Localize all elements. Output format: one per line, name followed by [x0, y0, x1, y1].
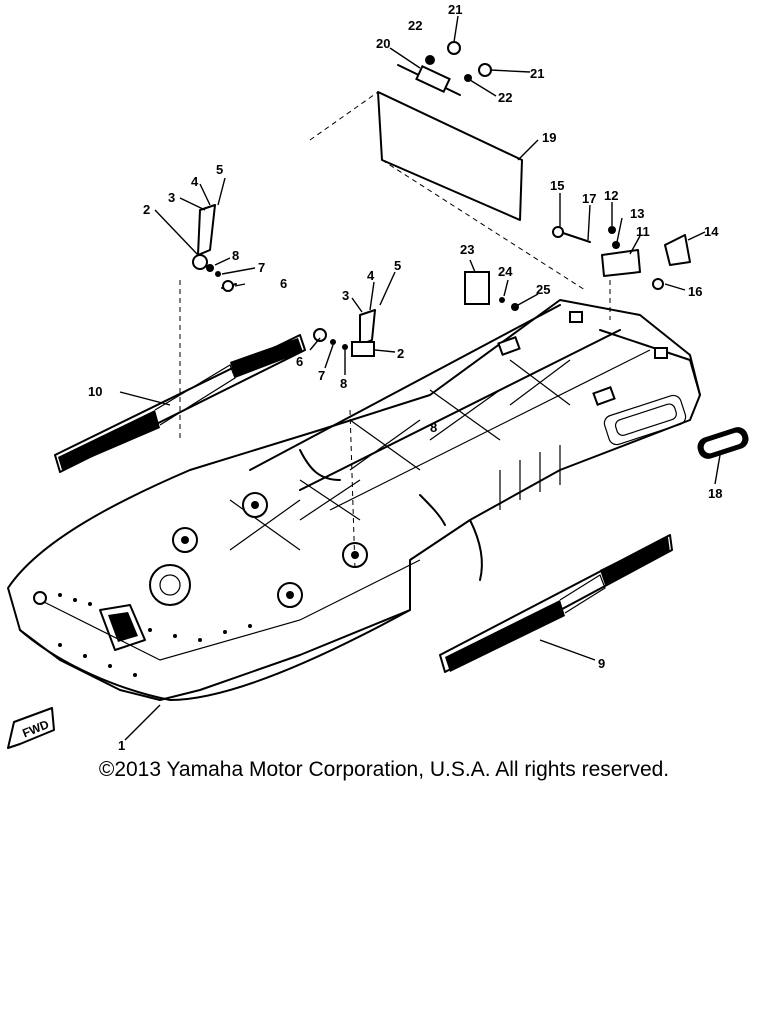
callout-22: 22: [498, 90, 512, 105]
callout-14: 14: [704, 224, 719, 239]
callout-3: 3: [342, 288, 349, 303]
callout-21: 21: [448, 2, 462, 17]
fwd-arrow-icon: FWD: [7, 707, 55, 749]
callout-24: 24: [498, 264, 513, 279]
footrest-right: [439, 534, 673, 673]
callout-7: 7: [318, 368, 325, 383]
callout-19: 19: [542, 130, 556, 145]
callout-9: 9: [598, 656, 605, 671]
hardware: [179, 41, 691, 571]
callout-17: 17: [582, 191, 596, 206]
callout-12: 12: [604, 188, 618, 203]
callout-23: 23: [460, 242, 474, 257]
copyright-notice: ©2013 Yamaha Motor Corporation, U.S.A. A…: [98, 758, 670, 781]
frame-body: [7, 299, 701, 701]
callout-25: 25: [536, 282, 550, 297]
callout-2: 2: [397, 346, 404, 361]
leader-lines: [119, 15, 721, 741]
callout-6: 6: [296, 354, 303, 369]
callout-22: 22: [408, 18, 422, 33]
callout-8: 8: [232, 248, 239, 263]
callout-16: 16: [688, 284, 702, 299]
callout-1: 1: [118, 738, 125, 753]
callout-18: 18: [708, 486, 722, 501]
callout-8: 8: [340, 376, 347, 391]
callout-15: 15: [550, 178, 564, 193]
callout-4: 4: [367, 268, 375, 283]
callout-labels: 1 2 2 3 3 4 4 5 5 6 6 7 7 8 8 8 9 10 11 …: [88, 2, 722, 753]
callout-2: 2: [143, 202, 150, 217]
callout-5: 5: [216, 162, 223, 177]
rear-flap: [309, 91, 586, 291]
callout-10: 10: [88, 384, 102, 399]
callout-13: 13: [630, 206, 644, 221]
callout-21: 21: [530, 66, 544, 81]
callout-20: 20: [376, 36, 390, 51]
callout-6: 6: [280, 276, 287, 291]
callout-3: 3: [168, 190, 175, 205]
footrest-left: [54, 334, 306, 473]
callout-8: 8: [430, 420, 437, 435]
callout-7: 7: [258, 260, 265, 275]
emblem: [697, 427, 749, 459]
callout-11: 11: [636, 224, 650, 239]
parts-diagram: 1 2 2 3 3 4 4 5 5 6 6 7 7 8 8 8 9 10 11 …: [7, 2, 749, 753]
callout-4: 4: [191, 174, 199, 189]
callout-5: 5: [394, 258, 401, 273]
